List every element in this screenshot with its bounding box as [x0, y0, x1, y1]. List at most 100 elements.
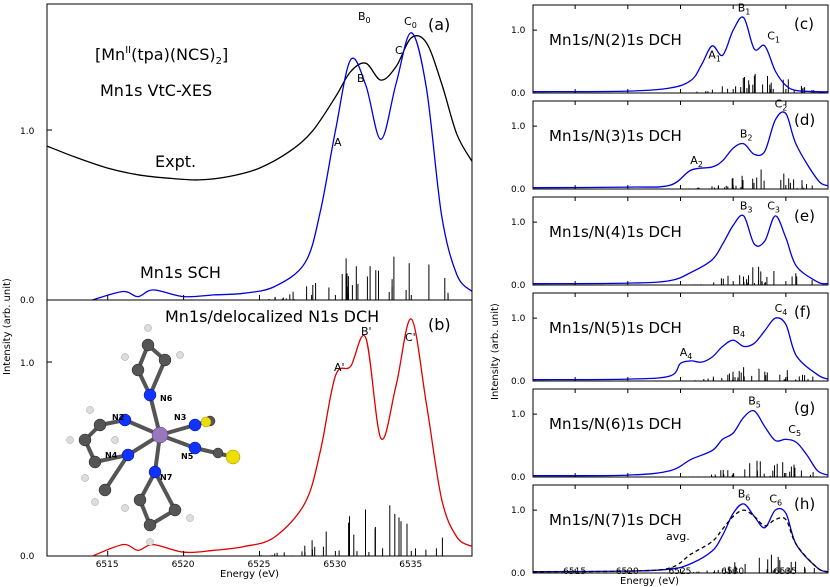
- panel-b-title: Mn1s/delocalized N1s DCH: [165, 307, 379, 326]
- sch-curve: [92, 32, 473, 301]
- peak-label: B3: [740, 200, 753, 215]
- dch-curve-d: [532, 111, 829, 189]
- peak-label: A1: [708, 48, 721, 63]
- y-tick-label: 0.0: [511, 569, 526, 579]
- atom-label-n7: N7: [160, 473, 172, 482]
- panel-b: Mn1s/delocalized N1s DCH (b) A' B' C' 0.…: [20, 299, 473, 562]
- dch-curve-f: [532, 317, 829, 381]
- atom-label-n6: N6: [160, 394, 173, 403]
- panel-h-frame: [532, 484, 829, 574]
- panel-c-title: Mn1s/N(2)1s DCH: [549, 31, 682, 49]
- y-tick-label: 1.0: [511, 26, 526, 36]
- panel-c-tag: (c): [794, 15, 814, 33]
- y-tick-label: 0.0: [511, 185, 526, 195]
- right-x-axis-label: Energy (eV): [620, 576, 679, 587]
- left-y-axis-label: Intensity (arb. unit): [2, 278, 13, 375]
- x-tick-label: 6515: [96, 560, 119, 570]
- peak-label: B5: [748, 395, 761, 410]
- y-tick-label: 0.0: [511, 377, 526, 387]
- panel-g-tag: (g): [794, 399, 815, 417]
- dch-curve-c: [532, 16, 829, 93]
- panel-f-tag: (f): [794, 303, 811, 321]
- y-tick-label: 0.0: [511, 281, 526, 291]
- sch-sticks: [268, 256, 449, 300]
- panel-e-title: Mn1s/N(4)1s DCH: [549, 223, 682, 241]
- panel-d-title: Mn1s/N(3)1s DCH: [549, 127, 682, 145]
- panel-d-tag: (d): [794, 111, 815, 129]
- dch-sticks-e: [680, 266, 813, 285]
- dch-sticks-g: [682, 460, 817, 477]
- y-tick-label: 0.0: [511, 89, 526, 99]
- peak-label: C4: [775, 302, 788, 317]
- peak-label: B6: [738, 488, 751, 503]
- left-x-axis-label: Energy (eV): [220, 569, 279, 580]
- dch-curve-e: [532, 214, 829, 285]
- panel-h-tag: (h): [794, 495, 815, 513]
- peak-c-prime: C': [405, 331, 416, 344]
- right-x-axis: 6515 6520 6525 6530 6535: [563, 567, 797, 577]
- peak-label: C2: [775, 97, 788, 112]
- peak-b: B: [357, 72, 365, 85]
- x-tick-label: 6525: [248, 560, 271, 570]
- peak-label: C6: [769, 493, 782, 508]
- avg-curve: [532, 509, 829, 573]
- y-tick-label: 1.0: [511, 410, 526, 420]
- dch-sticks-f: [680, 367, 814, 381]
- molecule-structure: N6 N2 N3 N4 N5 N7: [66, 324, 241, 546]
- peak-label: B1: [738, 1, 751, 16]
- x-tick-label: 6520: [616, 567, 639, 577]
- panel-e-tag: (e): [794, 207, 815, 225]
- dch-sticks-d: [688, 169, 813, 189]
- x-tick-label: 6530: [323, 560, 346, 570]
- y-tick-label: 1.0: [511, 314, 526, 324]
- y-tick-label: 0.0: [511, 473, 526, 483]
- peak-c: C: [395, 44, 403, 57]
- yticklabel-b-0: 0.0: [20, 552, 35, 562]
- panel-b-tag: (b): [428, 315, 451, 334]
- delocalized-curve: [92, 318, 473, 557]
- dch-curve-g: [532, 410, 829, 477]
- peak-c0: C0: [404, 15, 417, 30]
- x-tick-label: 6530: [721, 567, 744, 577]
- panel-a: (a) [MnII(tpa)(NCS)2] Mn1s VtC-XES Expt.…: [20, 3, 473, 306]
- y-tick-label: 1.0: [511, 218, 526, 228]
- y-tick-label: 1.0: [511, 122, 526, 132]
- peak-label: C5: [788, 423, 801, 438]
- sch-label: Mn1s SCH: [140, 263, 221, 282]
- peak-a-prime: A': [334, 361, 345, 374]
- atom-label-n4: N4: [105, 451, 118, 460]
- peak-label: C3: [767, 200, 780, 215]
- peak-label: B2: [740, 127, 753, 142]
- peak-b-prime: B': [361, 325, 372, 338]
- panel-a-tag: (a): [428, 15, 450, 34]
- peak-label: B4: [732, 324, 745, 339]
- x-tick-label: 6535: [774, 567, 797, 577]
- panel-g-frame: [532, 388, 829, 478]
- expt-label: Expt.: [155, 152, 196, 171]
- peak-b0: B0: [358, 10, 371, 25]
- yticklabel-b-1: 1.0: [20, 359, 35, 369]
- y-tick-label: 1.0: [511, 506, 526, 516]
- dch-curve-h: [532, 503, 829, 573]
- panel-f-title: Mn1s/N(5)1s DCH: [549, 319, 682, 337]
- x-tick-label: 6520: [172, 560, 195, 570]
- yticklabel-a-0: 0.0: [20, 296, 35, 306]
- panel-g-title: Mn1s/N(6)1s DCH: [549, 415, 682, 433]
- expt-curve: [46, 35, 473, 181]
- right-y-axis-label: Intensity (arb. unit): [490, 303, 501, 400]
- x-tick-label: 6515: [563, 567, 586, 577]
- dch-sticks-h: [689, 554, 816, 573]
- peak-a: A: [334, 136, 342, 149]
- peak-label: C1: [767, 30, 780, 45]
- avg-label: avg.: [666, 530, 690, 543]
- x-tick-label: 6525: [669, 567, 692, 577]
